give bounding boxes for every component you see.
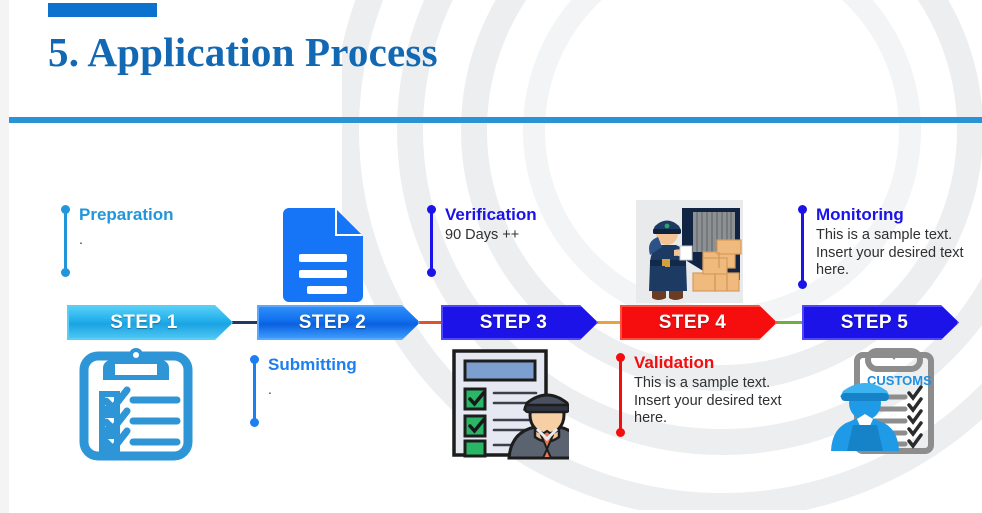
rail-dot-top [250,355,259,364]
customs-officer-clipboard-icon: CUSTOMS [831,348,934,454]
callout-submitting: Submitting . [250,355,357,427]
connector-2-3 [418,321,445,324]
rail-dot-bottom [427,268,436,277]
callout-verification-rail [427,205,436,277]
header-divider-rule [9,117,982,123]
callout-preparation-text: . [79,231,83,247]
customs-clipboard-label: CUSTOMS [867,373,932,388]
rail-dot-bottom [616,428,625,437]
callout-preparation: Preparation . [61,205,173,277]
clipboard-checklist-icon [79,348,193,461]
rail-dot-bottom [61,268,70,277]
rail-bar [64,210,67,272]
callout-validation: Validation This is a sample text. Insert… [616,353,806,437]
rail-bar [253,360,256,422]
callout-monitoring: Monitoring This is a sample text. Insert… [798,205,974,289]
callout-verification-title: Verification [445,205,537,224]
callout-submitting-title: Submitting [268,355,357,374]
callout-validation-rail [616,353,625,437]
step-1-label: STEP 1 [110,311,178,333]
connector-1-2 [231,321,261,324]
callout-verification: Verification 90 Days ++ [427,205,537,277]
rail-dot-top [427,205,436,214]
step-chevron-1[interactable]: STEP 1 [67,305,233,340]
rail-bar [430,210,433,272]
checklist-officer-icon [452,349,569,460]
rail-dot-top [798,205,807,214]
page-title: 5. Application Process [48,29,438,75]
rail-dot-bottom [250,418,259,427]
step-chevron-2[interactable]: STEP 2 [257,305,420,340]
step-chevron-4[interactable]: STEP 4 [620,305,777,340]
step-5-label: STEP 5 [840,311,909,333]
step-chevron-5[interactable]: STEP 5 [802,305,959,340]
callout-validation-text: This is a sample text. Insert your desir… [634,375,782,426]
document-icon [283,208,363,302]
slide-canvas: 5. Application Process STEP 1 STEP 2 STE… [9,0,982,513]
rail-bar [801,210,804,284]
rail-dot-bottom [798,280,807,289]
step-chevron-3[interactable]: STEP 3 [441,305,598,340]
callout-monitoring-rail [798,205,807,289]
callout-preparation-title: Preparation [79,205,174,224]
connector-3-4 [595,321,625,324]
callout-monitoring-title: Monitoring [816,205,904,224]
callout-preparation-rail [61,205,70,277]
callout-submitting-text: . [268,381,272,397]
header-accent-bar [48,3,157,17]
rail-dot-top [616,353,625,362]
callout-monitoring-text: This is a sample text. Insert your desir… [816,227,964,278]
step-4-label: STEP 4 [658,311,727,333]
callout-submitting-rail [250,355,259,427]
callout-verification-text: 90 Days ++ [445,227,520,243]
rail-bar [619,358,622,432]
step-2-label: STEP 2 [298,311,367,333]
rail-dot-top [61,205,70,214]
step-3-label: STEP 3 [479,311,548,333]
callout-validation-title: Validation [634,353,715,372]
customs-inspector-icon [636,200,743,303]
connector-4-5 [774,321,807,324]
